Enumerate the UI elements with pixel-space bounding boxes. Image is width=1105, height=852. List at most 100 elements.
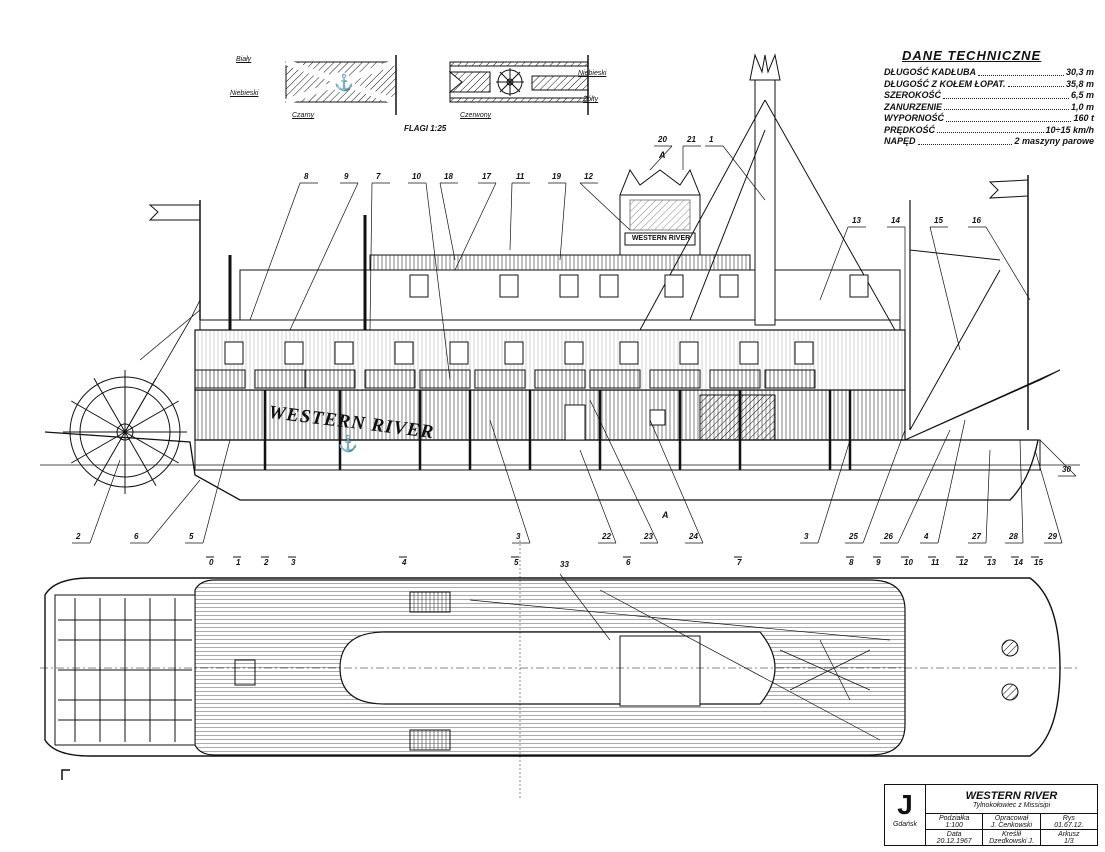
station-label: 8 (849, 558, 854, 567)
section-mark-bottom: A (662, 510, 669, 520)
scale-label: Podziałka (938, 814, 970, 822)
station-label: 6 (626, 558, 631, 567)
callout-leader (509, 182, 513, 251)
leader-dots (1007, 79, 1064, 87)
station-label: 14 (1014, 558, 1023, 567)
callout-leader (1034, 449, 1063, 544)
callout-number: 14 (891, 216, 900, 225)
tech-data-row: ZANURZENIE 1,0 m (884, 102, 1094, 114)
callout-number: 15 (934, 216, 943, 225)
drawing-no-value: 01.67.12. (1054, 821, 1084, 829)
callout-number: 21 (687, 135, 696, 144)
date-label: Data (946, 830, 962, 838)
sheet-value: 1/3 (1063, 837, 1074, 845)
callout-leader (589, 399, 659, 544)
callout-number: 12 (584, 172, 593, 181)
station-label: 15 (1034, 558, 1043, 567)
tech-data-label: DŁUGOŚĆ Z KOŁEM ŁOPAT. (884, 78, 1006, 89)
window (559, 274, 579, 298)
callout-leader (202, 439, 231, 544)
tech-data-value: 1,0 m (1070, 101, 1094, 112)
callout-leader (819, 226, 849, 301)
window (679, 341, 699, 365)
flag-label: Czarny (292, 112, 315, 119)
station-label: 4 (402, 558, 407, 567)
callout-number: 25 (849, 532, 858, 541)
window (599, 274, 619, 298)
window (224, 341, 244, 365)
callout-leader (649, 145, 673, 171)
station-label: 10 (904, 558, 913, 567)
drawing-subtitle: Tylnokołowiec z Missisipi (972, 801, 1051, 809)
callout-leader (817, 439, 851, 544)
railing (474, 369, 526, 389)
callout-leader (897, 429, 951, 544)
callout-leader (937, 419, 966, 544)
tech-data-heading: DANE TECHNICZNE (902, 48, 1042, 63)
leader-dots (944, 102, 1069, 110)
callout-leader (985, 449, 991, 544)
plan-view (40, 540, 1080, 800)
window (499, 274, 519, 298)
station-label: 1 (236, 558, 241, 567)
designer-label: Opracował (994, 814, 1029, 822)
callout-leader (1039, 439, 1077, 477)
window (334, 341, 354, 365)
window (504, 341, 524, 365)
window (449, 341, 469, 365)
paddle-spoke (124, 431, 179, 464)
drafter-label: Kreślił (1001, 830, 1022, 838)
window (284, 341, 304, 365)
city: Gdańsk (892, 821, 918, 828)
tech-data-label: WYPORNOŚĆ (884, 113, 945, 123)
designer-value: J. Cenkowski (990, 821, 1033, 829)
callout-leader (559, 182, 567, 261)
callout-number: 10 (412, 172, 421, 181)
paddle-spoke (124, 400, 179, 433)
callout-number: 22 (602, 532, 611, 541)
callout-leader (454, 182, 497, 271)
callout-number: 24 (689, 532, 698, 541)
callout-leader (929, 226, 961, 351)
callout-number: 7 (376, 172, 381, 181)
station-label: 2 (264, 558, 269, 567)
flags-caption: FLAGI 1:25 (404, 124, 447, 133)
callout-number: 4 (924, 532, 929, 541)
railing (254, 369, 306, 389)
window (564, 341, 584, 365)
callout-number: 27 (972, 532, 981, 541)
callout-leader (369, 182, 373, 331)
tech-data-label: SZEROKOŚĆ (884, 90, 942, 100)
callout-number: 19 (552, 172, 561, 181)
station-label: 0 (209, 558, 214, 567)
tech-data-label: ZANURZENIE (884, 101, 942, 112)
leader-dots (978, 67, 1064, 76)
callout-leader (1019, 439, 1024, 544)
leader-dots (937, 125, 1044, 133)
callout-number: 8 (304, 172, 309, 181)
callout-leader (147, 479, 201, 544)
side-elevation (40, 53, 1080, 501)
drawing-no-label: Rys (1062, 814, 1075, 822)
date-value: 20.12.1967 (936, 837, 972, 845)
tech-data-value: 2 maszyny parowe (1014, 136, 1094, 146)
window (849, 274, 869, 298)
callout-leader (862, 429, 906, 544)
railing (419, 369, 471, 389)
station-label: 13 (987, 558, 996, 567)
railing (709, 369, 761, 389)
callout-number: 9 (344, 172, 349, 181)
callout-number: 1 (709, 135, 714, 144)
drafter-value: Dzedkowski J. (989, 837, 1034, 845)
window (719, 274, 739, 298)
callout-leader (649, 419, 704, 544)
tech-data-value: 30,3 m (1065, 67, 1094, 77)
